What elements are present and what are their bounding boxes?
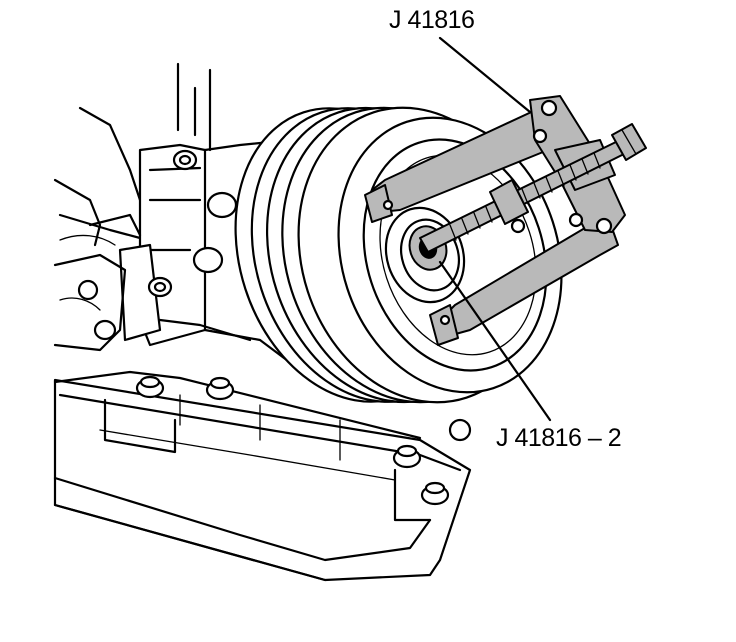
oil-pan [53,370,472,582]
puller-tool [364,95,647,346]
leader-lines [438,36,552,422]
engine-block [53,62,332,382]
adapter-label: J 41816 – 2 [496,424,622,452]
puller-label: J 41816 [389,6,475,34]
